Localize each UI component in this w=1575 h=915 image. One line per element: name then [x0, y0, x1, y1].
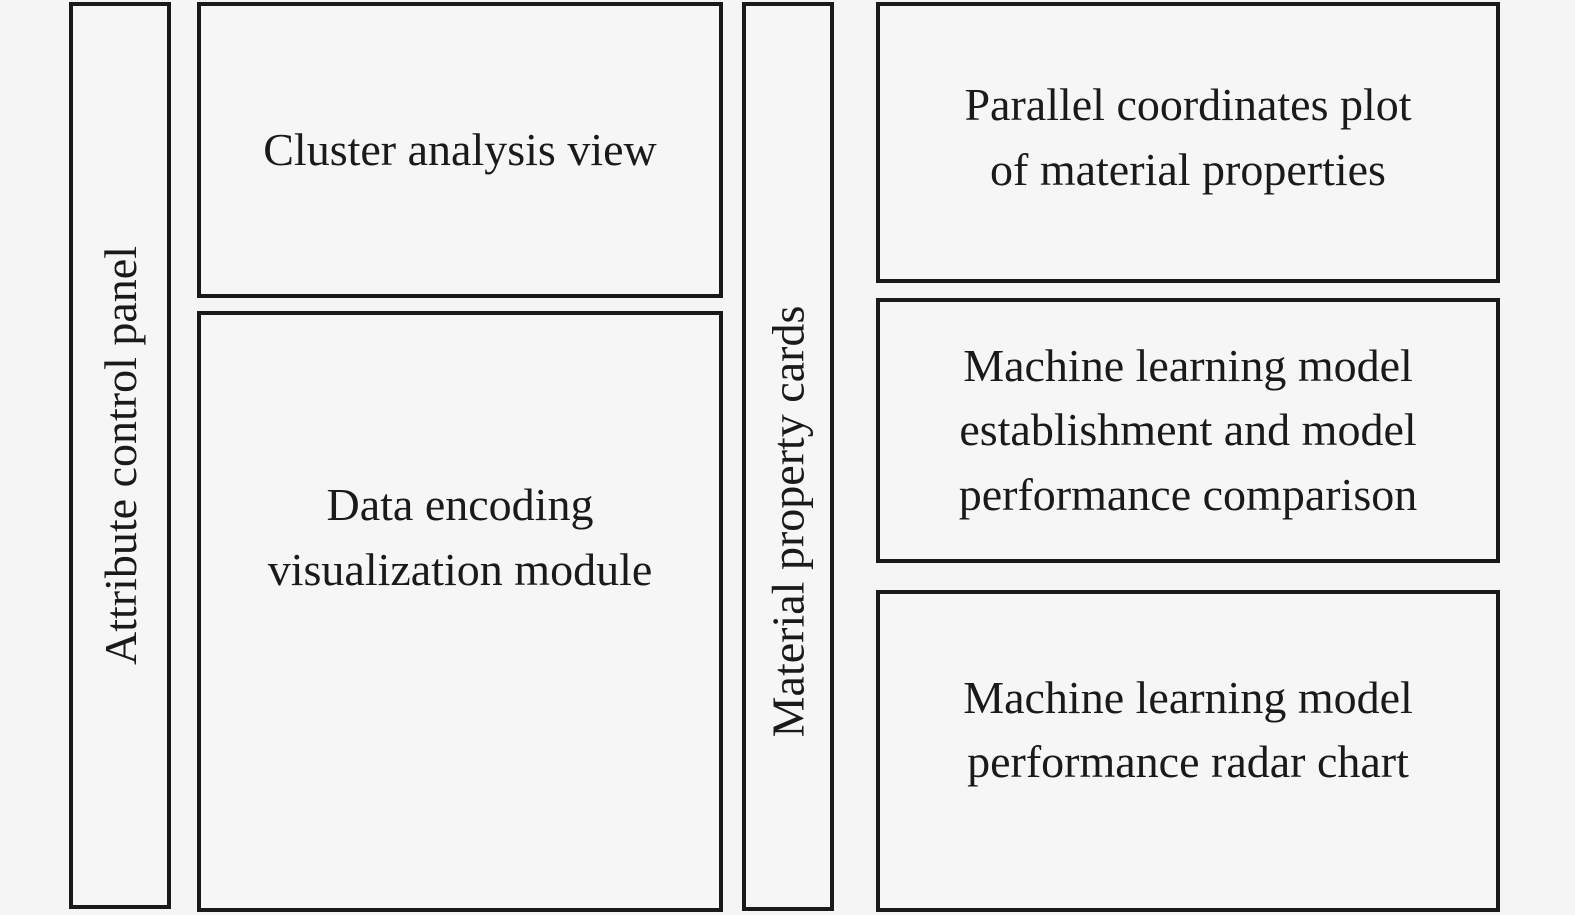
label-line: Parallel coordinates plot [964, 79, 1412, 131]
ml-performance-radar-chart-box: Machine learning model performance radar… [876, 590, 1500, 912]
label-line: Data encoding [326, 479, 594, 531]
material-property-cards-label: Material property cards [762, 305, 814, 738]
label-line: of material properties [990, 143, 1386, 195]
label-line: visualization module [267, 543, 653, 595]
cluster-analysis-view-box: Cluster analysis view [197, 2, 723, 298]
cluster-analysis-view-label: Cluster analysis view [263, 123, 657, 175]
label-line: performance radar chart [967, 736, 1409, 787]
label-line: establishment and model [959, 404, 1417, 456]
data-encoding-module-box: Data encoding visualization module [197, 311, 723, 912]
attribute-control-panel-box: Attribute control panel [69, 2, 171, 909]
parallel-coordinates-plot-box: Parallel coordinates plot of material pr… [876, 2, 1500, 283]
data-encoding-module-label: Data encoding visualization module [268, 473, 653, 602]
attribute-control-panel-label: Attribute control panel [94, 246, 146, 665]
material-property-cards-box: Material property cards [742, 2, 834, 911]
label-line: performance comparison [958, 468, 1418, 520]
parallel-coordinates-plot-label: Parallel coordinates plot of material pr… [964, 73, 1411, 202]
ml-model-establishment-label: Machine learning model establishment and… [959, 334, 1418, 527]
label-line: Machine learning model [963, 339, 1413, 391]
label-line: Machine learning model [963, 671, 1413, 723]
ml-performance-radar-chart-label: Machine learning model performance radar… [963, 666, 1413, 795]
ml-model-establishment-box: Machine learning model establishment and… [876, 298, 1500, 563]
